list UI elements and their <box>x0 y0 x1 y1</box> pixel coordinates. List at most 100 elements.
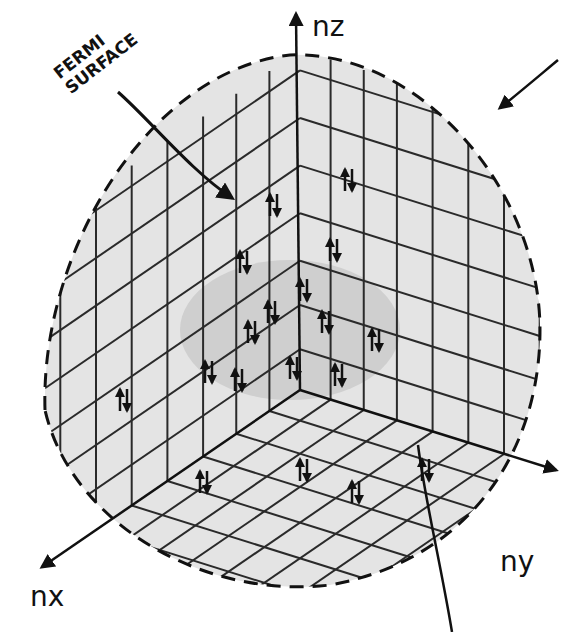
spin-up <box>239 251 242 273</box>
spin-pair <box>422 459 429 481</box>
spin-down <box>328 311 331 333</box>
grid-line <box>45 70 300 245</box>
grid-line <box>330 60 332 400</box>
spin-up <box>299 279 302 301</box>
spin-up <box>351 481 354 503</box>
spin-down <box>306 279 309 301</box>
axis-y <box>300 390 556 470</box>
spin-up <box>329 239 332 261</box>
spin-pair <box>205 361 212 383</box>
leader-arrow <box>500 60 558 108</box>
grid-line <box>132 506 387 586</box>
grid-line <box>166 141 168 481</box>
grid-line <box>503 114 505 454</box>
grid-line <box>95 190 97 530</box>
spin-down <box>274 301 277 323</box>
spin-up <box>334 364 337 386</box>
spin-down <box>296 357 299 379</box>
axes <box>42 14 556 567</box>
spin-pair <box>270 194 277 216</box>
spin-pair <box>322 311 329 333</box>
grid-line <box>45 261 300 436</box>
grid-line <box>235 94 237 434</box>
spin-pair <box>235 369 242 391</box>
spin-pair <box>300 459 307 481</box>
axis-label: nz <box>312 10 344 43</box>
grid-line <box>236 434 491 514</box>
spin-pair <box>268 301 275 323</box>
grid-line <box>249 454 504 629</box>
leader-arrow <box>118 92 232 198</box>
grid-line <box>467 103 469 443</box>
spin-down <box>378 329 381 351</box>
dome-shading <box>45 55 540 587</box>
spin-pairs <box>120 169 429 503</box>
grid-line <box>202 117 204 457</box>
grid-line <box>300 261 555 341</box>
spin-pair <box>200 471 207 493</box>
spin-pair <box>330 239 337 261</box>
spin-down <box>351 169 354 191</box>
grid-line <box>59 215 61 555</box>
fermi-surface <box>45 55 540 587</box>
spin-down <box>358 481 361 503</box>
grid-line <box>396 80 398 420</box>
spin-up <box>421 459 424 481</box>
spin-pair <box>248 321 255 343</box>
spin-down <box>246 251 249 273</box>
spin-down <box>211 361 214 383</box>
grid-line <box>45 213 300 388</box>
spin-up <box>269 194 272 216</box>
grid-line <box>300 349 555 429</box>
spin-down <box>276 194 279 216</box>
grid-line <box>178 432 433 607</box>
grid-line <box>432 92 434 432</box>
spin-down <box>241 369 244 391</box>
surface-label: FERMI SURFACE <box>50 0 160 97</box>
spin-up <box>199 471 202 493</box>
axis-label: nx <box>30 580 64 613</box>
grid-line <box>300 305 555 385</box>
grid-line <box>45 305 300 480</box>
grid-line <box>300 118 555 198</box>
spin-pair <box>290 357 297 379</box>
axis-x <box>42 390 300 567</box>
spin-up <box>344 169 347 191</box>
spin-down <box>341 364 344 386</box>
spin-up <box>267 301 270 323</box>
spin-pair <box>372 329 379 351</box>
spin-down <box>336 239 339 261</box>
spin-up <box>234 369 237 391</box>
grid-line <box>363 70 365 410</box>
spin-down <box>254 321 257 343</box>
grid-line <box>109 410 364 585</box>
spin-pair <box>345 169 352 191</box>
spin-up <box>371 329 374 351</box>
spin-pair <box>352 481 359 503</box>
spin-up <box>289 357 292 379</box>
spin-down <box>206 471 209 493</box>
grid-line <box>269 411 524 491</box>
grid-line <box>167 481 422 561</box>
grid-line <box>96 530 351 610</box>
grid-line <box>300 166 555 246</box>
grid-line <box>142 420 397 595</box>
axis-z <box>296 14 300 390</box>
grid-line <box>285 465 540 632</box>
grid-line <box>300 70 555 150</box>
spin-down <box>306 459 309 481</box>
spin-pair <box>300 279 307 301</box>
grid-line <box>45 349 300 524</box>
grid-line <box>213 443 468 618</box>
grid-line <box>539 125 541 465</box>
grid-line <box>45 166 300 341</box>
spin-up <box>119 389 122 411</box>
leader-line <box>418 445 452 632</box>
spin-pair <box>240 251 247 273</box>
spin-pair <box>120 389 127 411</box>
axis-label: ny <box>500 545 534 578</box>
spin-down <box>126 389 129 411</box>
spin-pair <box>335 364 342 386</box>
